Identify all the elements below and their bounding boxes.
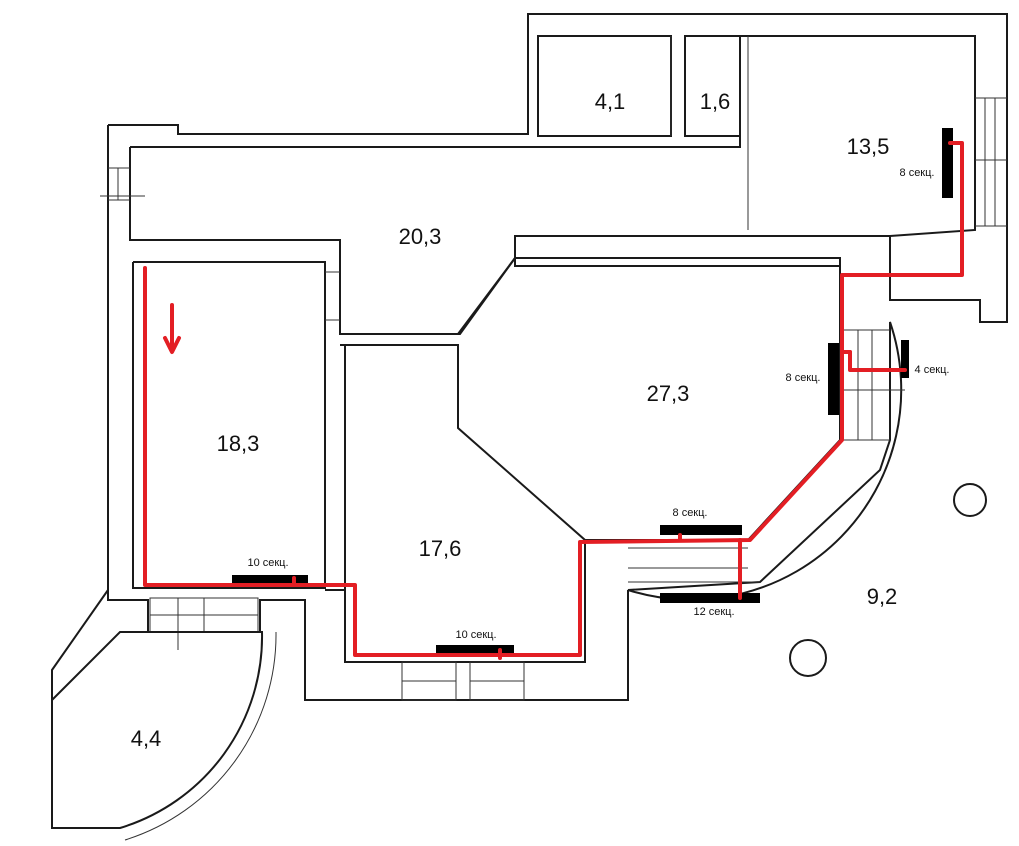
radiator-27-3-right bbox=[901, 340, 909, 378]
radiators bbox=[232, 128, 953, 655]
window-18-3 bbox=[149, 597, 259, 650]
radiator-13-5 bbox=[942, 128, 953, 198]
room-area-4-4: 4,4 bbox=[131, 726, 162, 751]
radiator-label-18-3: 10 секц. bbox=[247, 557, 288, 569]
column-circle-bottom bbox=[789, 639, 827, 677]
room-area-17-6: 17,6 bbox=[419, 536, 462, 561]
flow-direction-arrow bbox=[163, 303, 181, 354]
radiator-labels: 8 секц. 8 секц. 4 секц. 8 секц. 12 секц.… bbox=[247, 167, 949, 641]
balcony-4-4-outline bbox=[51, 631, 264, 829]
window-corridor bbox=[100, 167, 145, 201]
storage-room-1-6-outline bbox=[684, 35, 741, 137]
radiator-label-27-3-left: 8 секц. bbox=[786, 372, 821, 384]
radiator-27-3-bottom bbox=[660, 525, 742, 535]
radiator-label-27-3-right: 4 секц. bbox=[915, 364, 950, 376]
window-17-6 bbox=[401, 661, 525, 701]
radiator-label-27-3-bottom: 8 секц. bbox=[673, 507, 708, 519]
room-labels: 4,1 1,6 13,5 20,3 27,3 18,3 17,6 9,2 4,4 bbox=[131, 89, 898, 751]
balcony-9-2-outline bbox=[627, 321, 903, 601]
radiator-27-3-left bbox=[828, 343, 839, 415]
room-area-9-2: 9,2 bbox=[867, 584, 898, 609]
radiator-9-2 bbox=[660, 593, 760, 603]
heating-pipe-route bbox=[143, 141, 964, 660]
radiator-label-13-5: 8 секц. bbox=[900, 167, 935, 179]
radiator-label-9-2: 12 секц. bbox=[693, 606, 734, 618]
room-area-13-5: 13,5 bbox=[847, 134, 890, 159]
room-area-27-3: 27,3 bbox=[647, 381, 690, 406]
room-area-4-1: 4,1 bbox=[595, 89, 626, 114]
room-area-1-6: 1,6 bbox=[700, 89, 731, 114]
radiator-18-3 bbox=[232, 575, 308, 585]
column-circle-top bbox=[953, 483, 987, 517]
storage-room-4-1-outline bbox=[537, 35, 672, 137]
radiator-17-6 bbox=[436, 645, 514, 655]
window-13-5 bbox=[975, 97, 1007, 227]
room-area-18-3: 18,3 bbox=[217, 431, 260, 456]
radiator-label-17-6: 10 секц. bbox=[455, 629, 496, 641]
room-area-20-3: 20,3 bbox=[399, 224, 442, 249]
